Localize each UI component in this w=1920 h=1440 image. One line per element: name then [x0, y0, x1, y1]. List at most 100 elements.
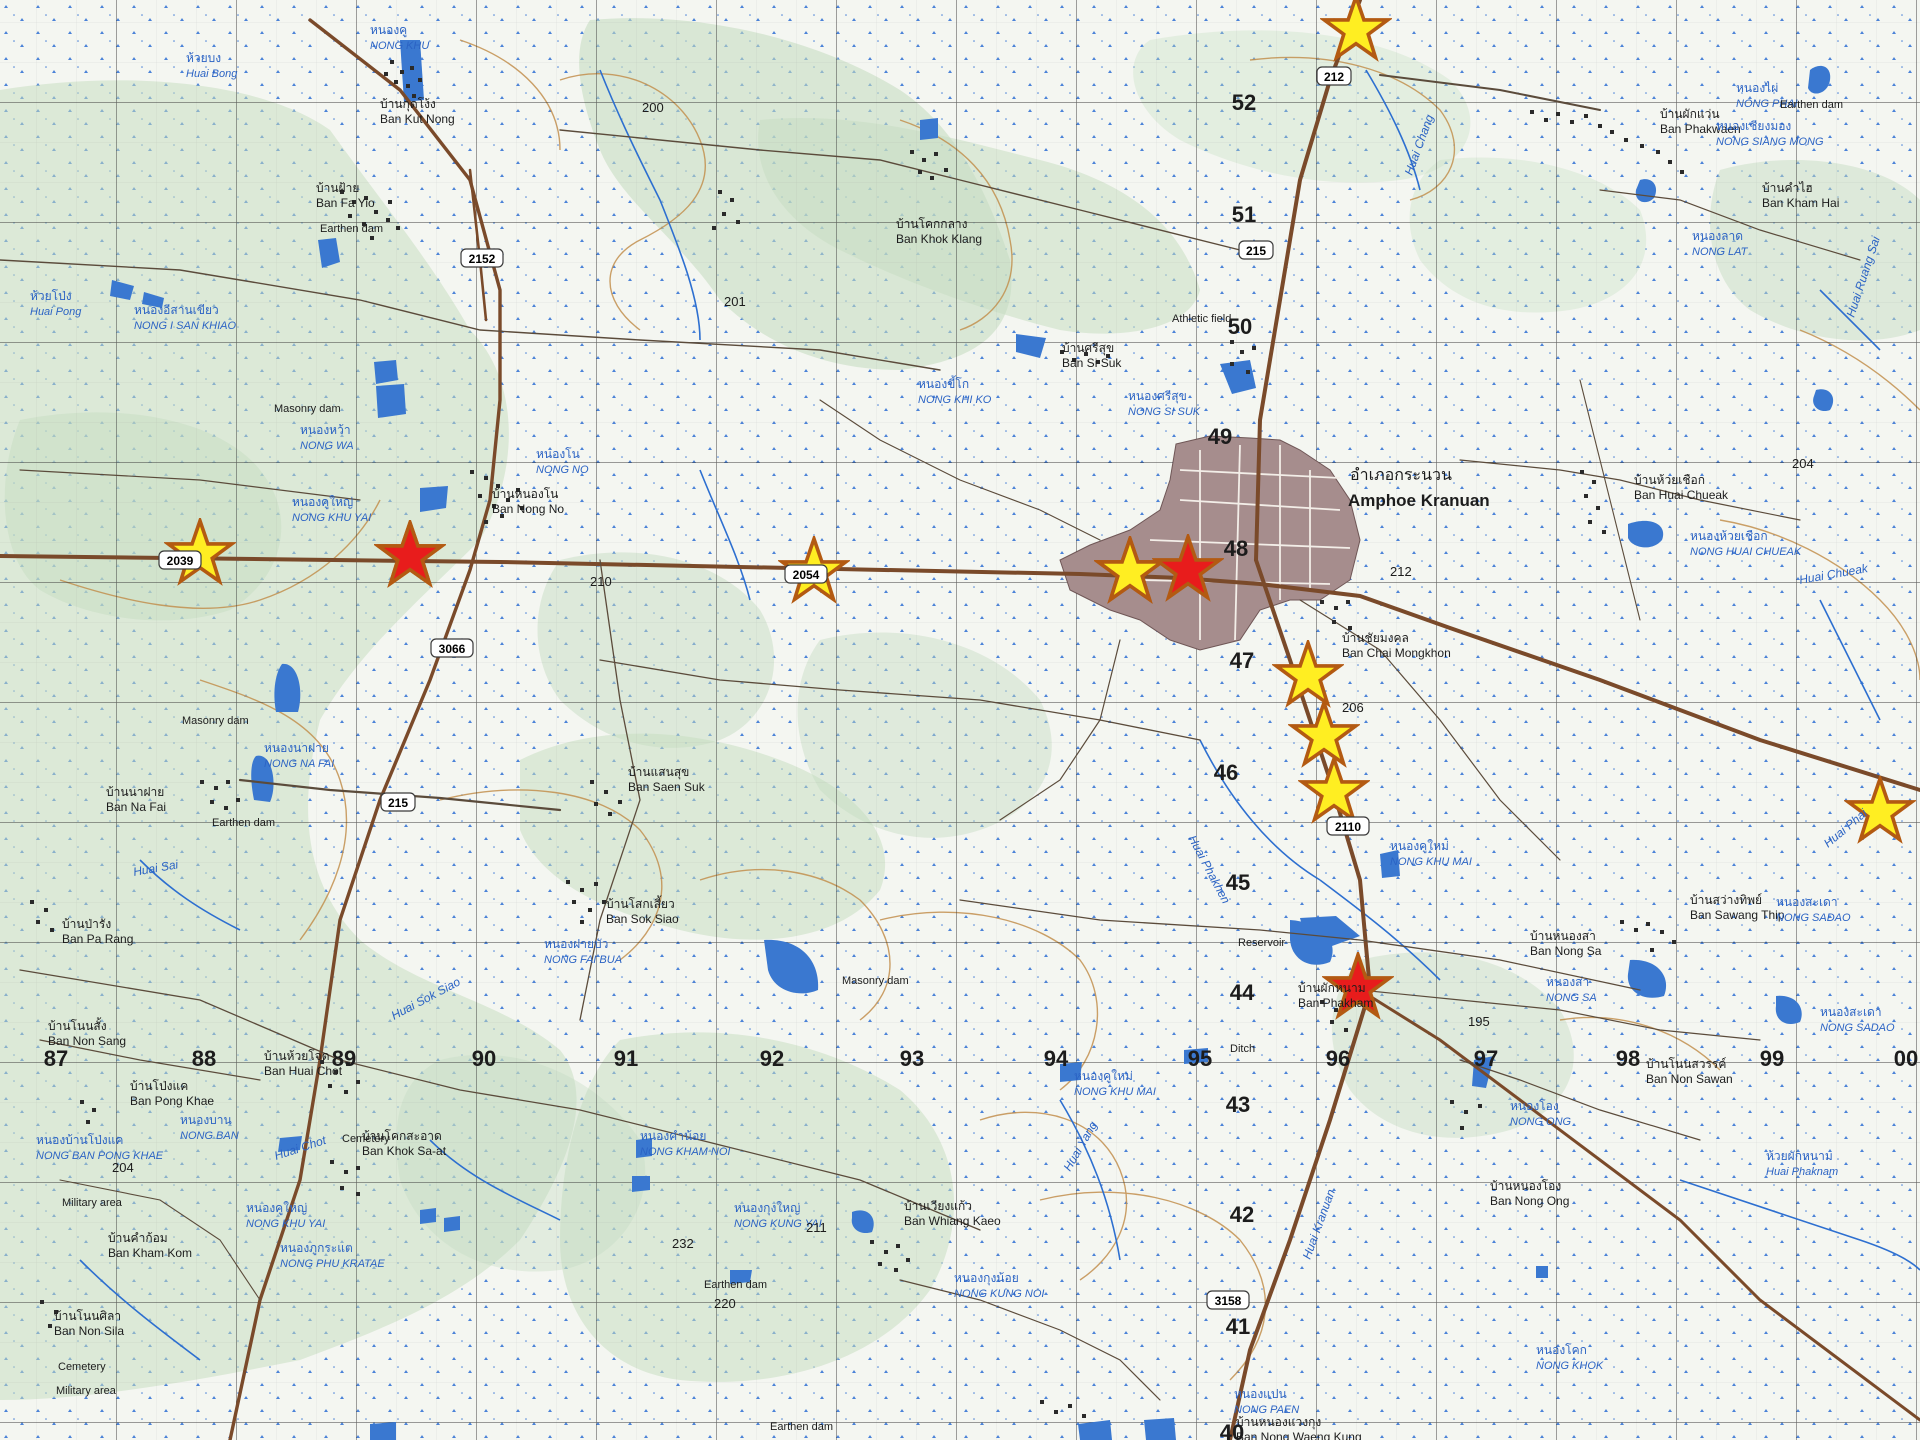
feature-label-5: Masonry dam — [274, 403, 341, 415]
road-minor-15 — [1359, 989, 1761, 1041]
place-label-en-ban-kham-kom: Ban Kham Kom — [108, 1246, 192, 1260]
place-label-th-ban-non-sawan: บ้านโนนสวรรค์ — [1646, 1057, 1726, 1071]
road-2054 — [228, 18, 502, 1440]
road-minor-2 — [0, 259, 941, 371]
place-label-en-ban-khok-klang: Ban Khok Klang — [896, 232, 982, 246]
place-label-th-ban-wiang-kao: บ้านเวียงแก้ว — [904, 1199, 972, 1213]
place-label-th-huai-phaknam: ห้วยผักหนาม — [1766, 1149, 1833, 1163]
feature-label-13: Military area — [56, 1385, 117, 1397]
spot-height-220: 220 — [714, 1296, 736, 1311]
place-label-th-nong-khu: หนองคู — [370, 23, 407, 38]
spot-height-211: 211 — [806, 1220, 827, 1235]
road-minor-17 — [1579, 379, 1641, 621]
route-number: 215 — [1246, 244, 1266, 258]
spot-height-210: 210 — [590, 574, 612, 589]
grid-northing-47: 47 — [1230, 648, 1254, 673]
grid-northing-42: 42 — [1230, 1202, 1254, 1227]
road-east-south — [1358, 988, 1920, 1422]
road-minor-18 — [59, 1179, 261, 1301]
place-label-th-nong-na-fai: หนองนาฝาย — [264, 741, 329, 755]
place-label-th-ban-sawang-thip: บ้านสว่างทิพย์ — [1690, 893, 1762, 907]
place-label-en-ban-chai-mongkhon: Ban Chai Mongkhon — [1342, 646, 1451, 660]
place-label-en-ban-nong-ong: Ban Nong Ong — [1490, 1194, 1569, 1208]
place-label-th-ban-chai-mongkhon: บ้านชัยมงคล — [1342, 631, 1409, 645]
road-minor-8 — [959, 899, 1641, 991]
route-shield-3066: 3066 — [430, 638, 474, 658]
route-shield-215: 215 — [1238, 240, 1274, 260]
place-label-th-ban-nong-no: บ้านหนองโน — [492, 487, 558, 501]
grid-easting-95: 95 — [1188, 1046, 1212, 1071]
spot-height-195: 195 — [1468, 1014, 1490, 1029]
grid-northing-46: 46 — [1214, 760, 1238, 785]
grid-easting-00: 00 — [1894, 1046, 1918, 1071]
place-label-en-nong-khu: NONG KHU — [370, 40, 429, 52]
route-number: 2110 — [1335, 820, 1361, 834]
place-label-th-nong-kham-noi: หนองคำน้อย — [640, 1129, 706, 1143]
feature-label-8: Reservoir — [1238, 937, 1285, 949]
grid-easting-92: 92 — [760, 1046, 784, 1071]
grid-easting-89: 89 — [332, 1046, 356, 1071]
place-label-en-nong-siang-mong: NONG SIANG MONG — [1716, 136, 1824, 148]
place-label-th-nong-huai-chueak: หนองห้วยเชือก — [1690, 529, 1768, 543]
town-label-en: Amphoe Kranuan — [1348, 491, 1490, 510]
place-label-th-ban-pong-khae: บ้านโป่งแค — [130, 1079, 188, 1093]
place-label-en-nong-phai: NONG PHAI — [1736, 98, 1798, 110]
place-label-th-ban-sok-siao: บ้านโสกเสี้ยว — [606, 895, 675, 911]
place-label-en-ban-kut-nong: Ban Kut Nong — [380, 112, 455, 126]
road-minor-7 — [39, 1039, 261, 1081]
feature-label-12: Military area — [62, 1197, 123, 1209]
grid-northing-50: 50 — [1228, 314, 1252, 339]
grid-northing-48: 48 — [1224, 536, 1248, 561]
place-label-th-nong-khu-yai-s: หนองคูใหญ่ — [246, 1201, 307, 1216]
place-label-en-nong-si-suk: NONG SI SUK — [1128, 406, 1201, 418]
place-label-th-ban-nong-sa: บ้านหนองสา — [1530, 929, 1596, 943]
feature-label-10: Cemetery — [342, 1133, 390, 1145]
place-label-en-nong-kung-yai: NONG KUNG YAI — [734, 1218, 822, 1230]
feature-label-4: Earthen dam — [770, 1421, 833, 1433]
road-minor-6 — [19, 969, 981, 1231]
route-shield-3158: 3158 — [1206, 1290, 1250, 1310]
place-label-en-nong-phu-kratae: NONG PHU KRATAE — [280, 1258, 385, 1270]
place-label-th-nong-kung-yai: หนองกุงใหญ่ — [734, 1201, 800, 1216]
grid-northing-41: 41 — [1226, 1314, 1250, 1339]
place-label-en-nong-sadao-e: NONG SADAO — [1820, 1022, 1895, 1034]
grid-northing-45: 45 — [1226, 870, 1250, 895]
route-number: 3066 — [439, 642, 466, 656]
place-label-en-ban-non-sang: Ban Non Sang — [48, 1034, 126, 1048]
grid-easting-93: 93 — [900, 1046, 924, 1071]
place-label-th-nong-phai: หนองไผ่ — [1736, 81, 1778, 95]
place-label-en-nong-khu-mai-e: NONG KHU MAI — [1390, 856, 1472, 868]
place-label-th-nong-lat: หนองลาด — [1692, 229, 1743, 243]
place-label-en-huai-bong: Huai Bong — [186, 68, 238, 80]
road-minor-14 — [899, 1279, 1161, 1401]
route-number: 2152 — [469, 252, 496, 266]
place-label-th-ban-kut-nong: บ้านกุดโง้ง — [380, 97, 436, 112]
road-minor-10 — [1599, 189, 1861, 261]
place-label-en-nong-lat: NONG LAT — [1692, 246, 1749, 258]
place-label-th-nong-ban-pong-khae: หนองบ้านโป่งแค — [36, 1133, 123, 1147]
place-label-en-nong-kham-noi: NONG KHAM NOI — [640, 1146, 730, 1158]
grid-easting-94: 94 — [1044, 1046, 1069, 1071]
route-number: 212 — [1324, 70, 1344, 84]
place-label-th-ban-khok-klang: บ้านโคกกลาง — [896, 217, 968, 231]
feature-label-7: Masonry dam — [842, 975, 909, 987]
place-label-th-nong-siang-mong: หนองเชียงมอง — [1716, 119, 1791, 133]
route-shield-2054: 2054 — [784, 564, 828, 584]
place-label-th-nong-khi-ko: หนองขี้โก — [918, 375, 969, 391]
place-label-en-ban-sawang-thip: Ban Sawang Thip — [1690, 908, 1785, 922]
place-label-th-nong-khu-yai: หนองคูใหญ่ — [292, 495, 353, 510]
grid-easting-98: 98 — [1616, 1046, 1640, 1071]
road-minor-13 — [1459, 1059, 1701, 1141]
place-label-th-nong-ban: หนองบาน — [180, 1113, 232, 1127]
route-shield-215: 215 — [380, 792, 416, 812]
grid-easting-90: 90 — [472, 1046, 496, 1071]
place-label-th-nong-khu-mai: หนองคูใหม่ — [1074, 1069, 1133, 1084]
place-label-en-ban-saen-suk: Ban Saen Suk — [628, 780, 706, 794]
place-label-en-nong-khi-ko: NONG KHI KO — [918, 394, 992, 406]
place-label-th-nong-si-suk: หนองศรีสุข — [1128, 389, 1187, 404]
place-label-th-ban-nong-ong: บ้านหนองโอง — [1490, 1179, 1561, 1193]
place-label-th-nong-no: หนองโน — [536, 447, 580, 461]
